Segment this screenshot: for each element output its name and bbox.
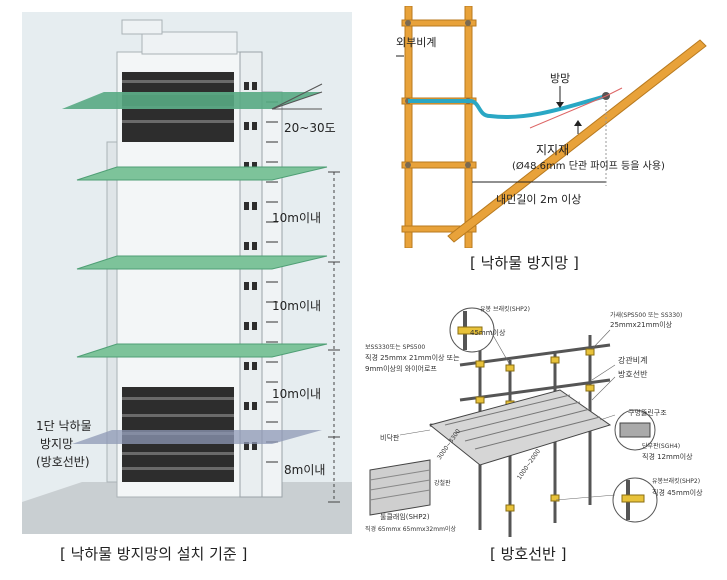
label-steel-scaffold: 강관비계: [618, 355, 647, 365]
label-tool-clamp-value: 직경 65mmx 65mmx32mm이상: [365, 525, 456, 533]
spacing-label-1: 10m이내: [272, 211, 321, 225]
falling-object-net-diagram: 외부비계 방망 지지재 (Ø48.6mm 단관 파이프 등을 사용) 내민길이 …: [360, 6, 720, 248]
protective-shelf-illustration: 유봉 브래킷(SHP2) 45mm이상 가새(SPS500 또는 SS330) …: [365, 305, 703, 537]
label-hole-structure: 구멍뚫린구조: [628, 408, 667, 417]
label-beam-spec: 직경 25mmx 21mm이상 또는: [365, 353, 460, 362]
label-beam: 보SS330또는 SPS500: [365, 344, 425, 351]
scaffold-post-left: [404, 6, 413, 248]
first-net-label-line1: 1단 낙하물: [36, 419, 92, 433]
building-illustration: 20~30도 10m이내 10m이내 10m이내 8m이내 1단 낙하물 방지망…: [22, 19, 352, 534]
caption-installation-standard: [ 낙하물 방지망의 설치 기준 ]: [60, 545, 248, 563]
label-brace-value: 25mmx21mm이상: [610, 320, 673, 329]
label-tool-clamp: 툴클래임(SHP2): [380, 512, 430, 521]
label-bracket-bottom-value: 직경 45mm이상: [652, 488, 703, 497]
label-wire-rope: 9mm이상의 와이어로프: [365, 364, 437, 373]
safety-net-3: [76, 255, 328, 270]
spacing-label-3: 10m이내: [272, 387, 321, 401]
label-outer-scaffold: 외부비계: [396, 36, 436, 49]
label-floor-plate: 비닥판: [380, 433, 400, 442]
label-end-plate: 단부판(SGH4): [642, 442, 680, 450]
label-net: 방망: [550, 72, 570, 85]
safety-net-2: [76, 166, 328, 181]
label-support: 지지재: [536, 143, 569, 157]
support-pipe: [447, 39, 707, 243]
caption-falling-object-net: [ 낙하물 방지망 ]: [470, 254, 579, 272]
scaffold-post-right: [464, 6, 473, 248]
label-depth: 내민길이 2m 이상: [496, 193, 581, 206]
net-scaffold-illustration: 외부비계 방망 지지재 (Ø48.6mm 단관 파이프 등을 사용) 내민길이 …: [396, 6, 707, 248]
roof-structure: [121, 19, 163, 35]
label-bracket-top-value: 45mm이상: [470, 328, 506, 337]
label-brace: 가새(SPS500 또는 SS330): [610, 311, 682, 319]
label-bracket-top: 유봉 브래킷(SHP2): [480, 305, 530, 313]
bottom-spacing-label: 8m이내: [284, 463, 325, 477]
label-support-note: (Ø48.6mm 단관 파이프 등을 사용): [512, 160, 665, 172]
building-net-installation-diagram: 20~30도 10m이내 10m이내 10m이내 8m이내 1단 낙하물 방지망…: [22, 12, 352, 534]
spacing-label-2: 10m이내: [272, 299, 321, 313]
detail-plate: [369, 459, 431, 516]
building-roof: [141, 31, 238, 55]
safety-net-first-stage: [72, 430, 322, 444]
label-end-plate-value: 직경 12mm이상: [642, 452, 693, 461]
angle-label: 20~30도: [284, 121, 336, 135]
label-steel-plate: 강철판: [434, 479, 451, 487]
protective-net: [408, 94, 607, 119]
label-protective-shelf: 방호선반: [618, 369, 648, 379]
shelf-deck: [428, 389, 612, 466]
caption-protective-shelf: [ 방호선반 ]: [490, 545, 567, 563]
first-net-label-line2: 방지망: [40, 437, 73, 451]
safety-net-4: [76, 343, 328, 358]
protective-shelf-diagram: 유봉 브래킷(SHP2) 45mm이상 가새(SPS500 또는 SS330) …: [360, 305, 720, 545]
safety-net-1: [62, 92, 322, 109]
first-net-label-line3: (방호선반): [36, 455, 90, 469]
label-bracket-bottom: 유봉브래킷(SHP2): [652, 477, 700, 485]
